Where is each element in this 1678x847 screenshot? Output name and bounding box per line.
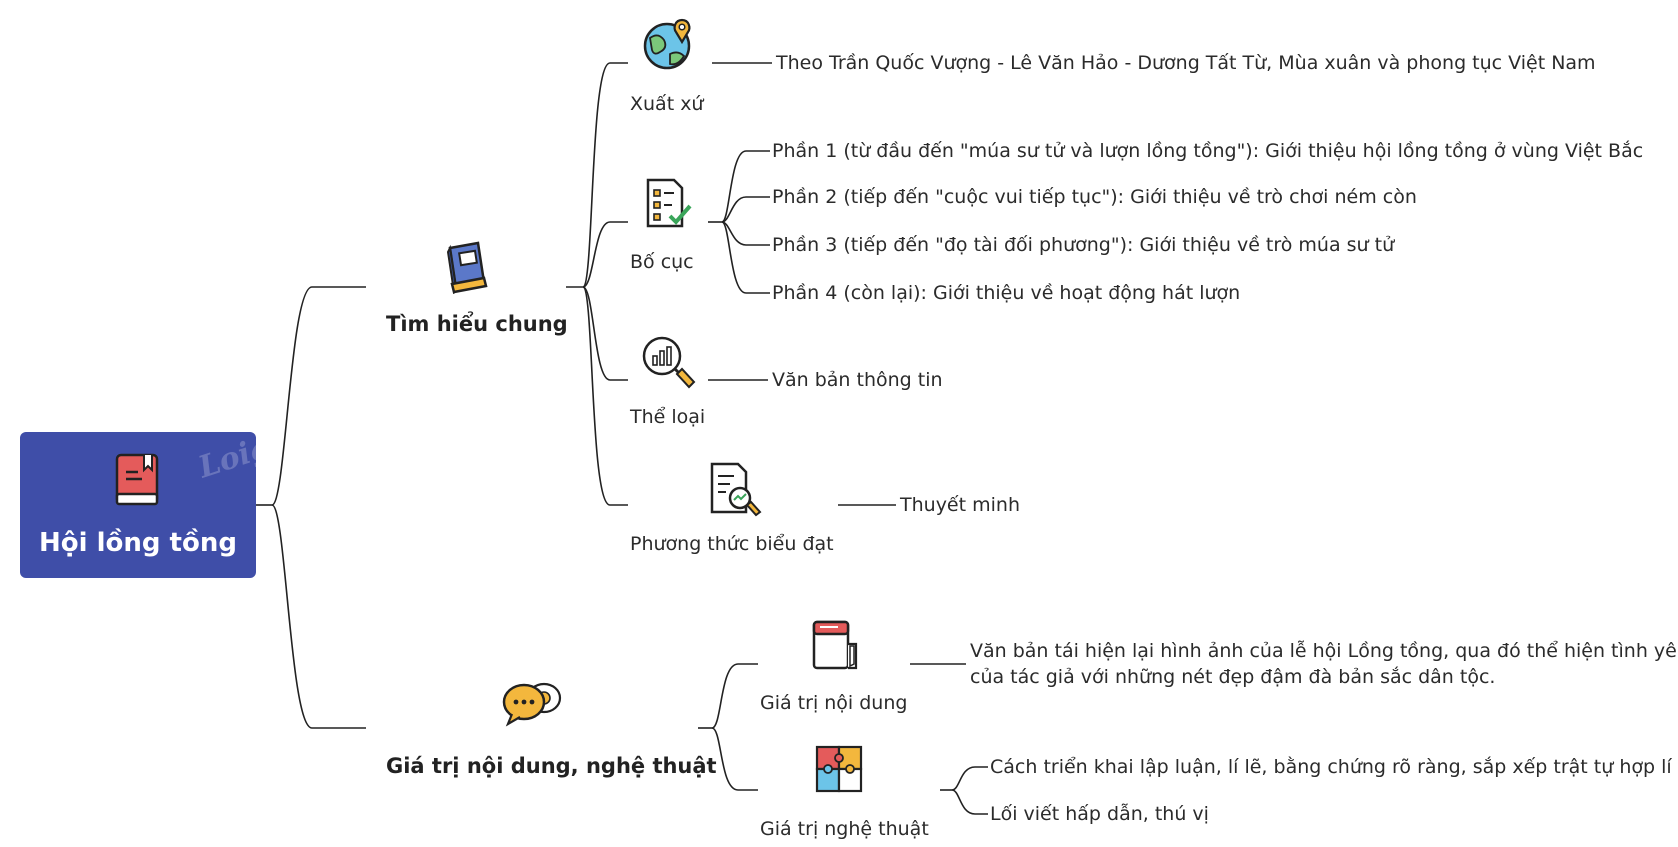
bo-cuc-part-4: Phần 4 (còn lại): Giới thiệu về hoạt độn… <box>772 282 1241 304</box>
watermark: Loig <box>194 432 256 486</box>
nghe-thuat-detail-1: Cách triển khai lập luận, lí lẽ, bằng ch… <box>990 756 1672 778</box>
node-the-loai[interactable]: Thể loại <box>630 406 706 428</box>
noi-dung-detail-line-1: Văn bản tái hiện lại hình ảnh của lễ hội… <box>970 640 1678 662</box>
node-gia-tri-nghe-thuat[interactable]: Giá trị nghệ thuật <box>760 818 929 840</box>
bo-cuc-part-2: Phần 2 (tiếp đến "cuộc vui tiếp tục"): G… <box>772 186 1417 208</box>
noi-dung-detail-line-2: của tác giả với những nét đẹp đậm đà bản… <box>970 666 1496 688</box>
nghe-thuat-detail-2: Lối viết hấp dẫn, thú vị <box>990 803 1209 825</box>
checklist-icon <box>646 178 692 228</box>
node-phuong-thuc[interactable]: Phương thức biểu đạt <box>630 533 834 555</box>
node-xuat-xu[interactable]: Xuất xứ <box>630 93 704 115</box>
bo-cuc-part-1: Phần 1 (từ đầu đến "múa sư tử và lượn lồ… <box>772 140 1644 162</box>
node-bo-cuc[interactable]: Bố cục <box>630 251 694 273</box>
the-loai-detail: Văn bản thông tin <box>772 369 943 391</box>
red-book-icon <box>115 453 159 506</box>
node-gia-tri-noi-dung[interactable]: Giá trị nội dung <box>760 692 908 714</box>
magnifier-chart-icon <box>642 336 696 389</box>
bo-cuc-part-3: Phần 3 (tiếp đến "đọ tài đối phương"): G… <box>772 234 1395 256</box>
document-magnifier-icon <box>710 462 762 517</box>
branch-gia-tri[interactable]: Giá trị nội dung, nghệ thuật <box>386 754 717 778</box>
branch-tim-hieu-chung[interactable]: Tìm hiểu chung <box>386 312 568 336</box>
chat-bubbles-icon <box>502 682 562 727</box>
root-node[interactable]: Loig Hội lồng tồng <box>20 432 256 578</box>
root-title: Hội lồng tồng <box>39 528 237 558</box>
globe-pin-icon <box>643 18 691 70</box>
notepad-icon <box>812 620 858 670</box>
xuat-xu-detail: Theo Trần Quốc Vượng - Lê Văn Hảo - Dươn… <box>776 52 1596 74</box>
puzzle-icon <box>815 745 863 793</box>
phuong-thuc-detail: Thuyết minh <box>900 494 1020 516</box>
blue-book-icon <box>446 241 488 294</box>
